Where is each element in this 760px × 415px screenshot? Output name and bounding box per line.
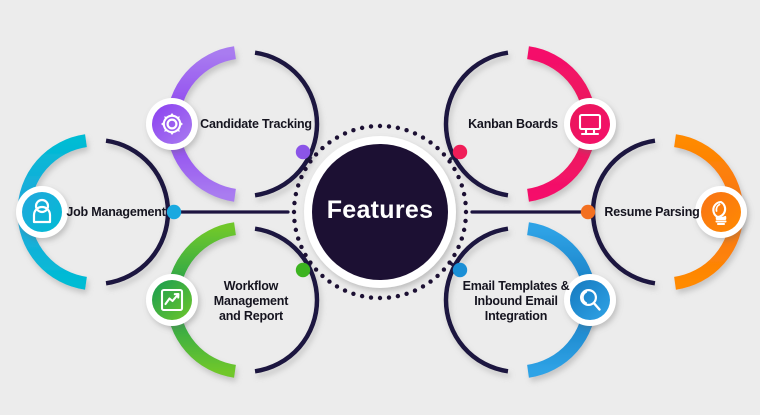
gear-icon (161, 113, 183, 135)
node-icon-badge-workflow-management[interactable] (146, 274, 198, 326)
node-icon-badge-candidate-tracking[interactable] (146, 98, 198, 150)
connector-dot-layer (166, 144, 596, 278)
center-circle[interactable] (312, 144, 448, 280)
center-label: Features (326, 196, 434, 224)
connector-dot-workflow-management[interactable] (295, 262, 311, 278)
center-hub (291, 123, 469, 301)
node-icon-badge-resume-parsing[interactable] (695, 186, 747, 238)
search-icon (580, 289, 601, 311)
node-icon-badge-kanban-boards[interactable] (564, 98, 616, 150)
connector-dot-resume-parsing[interactable] (580, 204, 596, 220)
person-icon (32, 198, 52, 224)
lightbulb-icon (712, 200, 727, 226)
connector-dot-kanban-boards[interactable] (452, 144, 468, 160)
chart-growth-icon (160, 288, 184, 312)
node-icon-badge-email-templates[interactable] (564, 274, 616, 326)
connector-dot-job-management[interactable] (166, 204, 182, 220)
monitor-icon (578, 113, 602, 136)
node-icon-badge-job-management[interactable] (16, 186, 68, 238)
connector-dot-email-templates[interactable] (452, 262, 468, 278)
connector-dot-candidate-tracking[interactable] (295, 144, 311, 160)
node-icon-layer (16, 98, 747, 326)
